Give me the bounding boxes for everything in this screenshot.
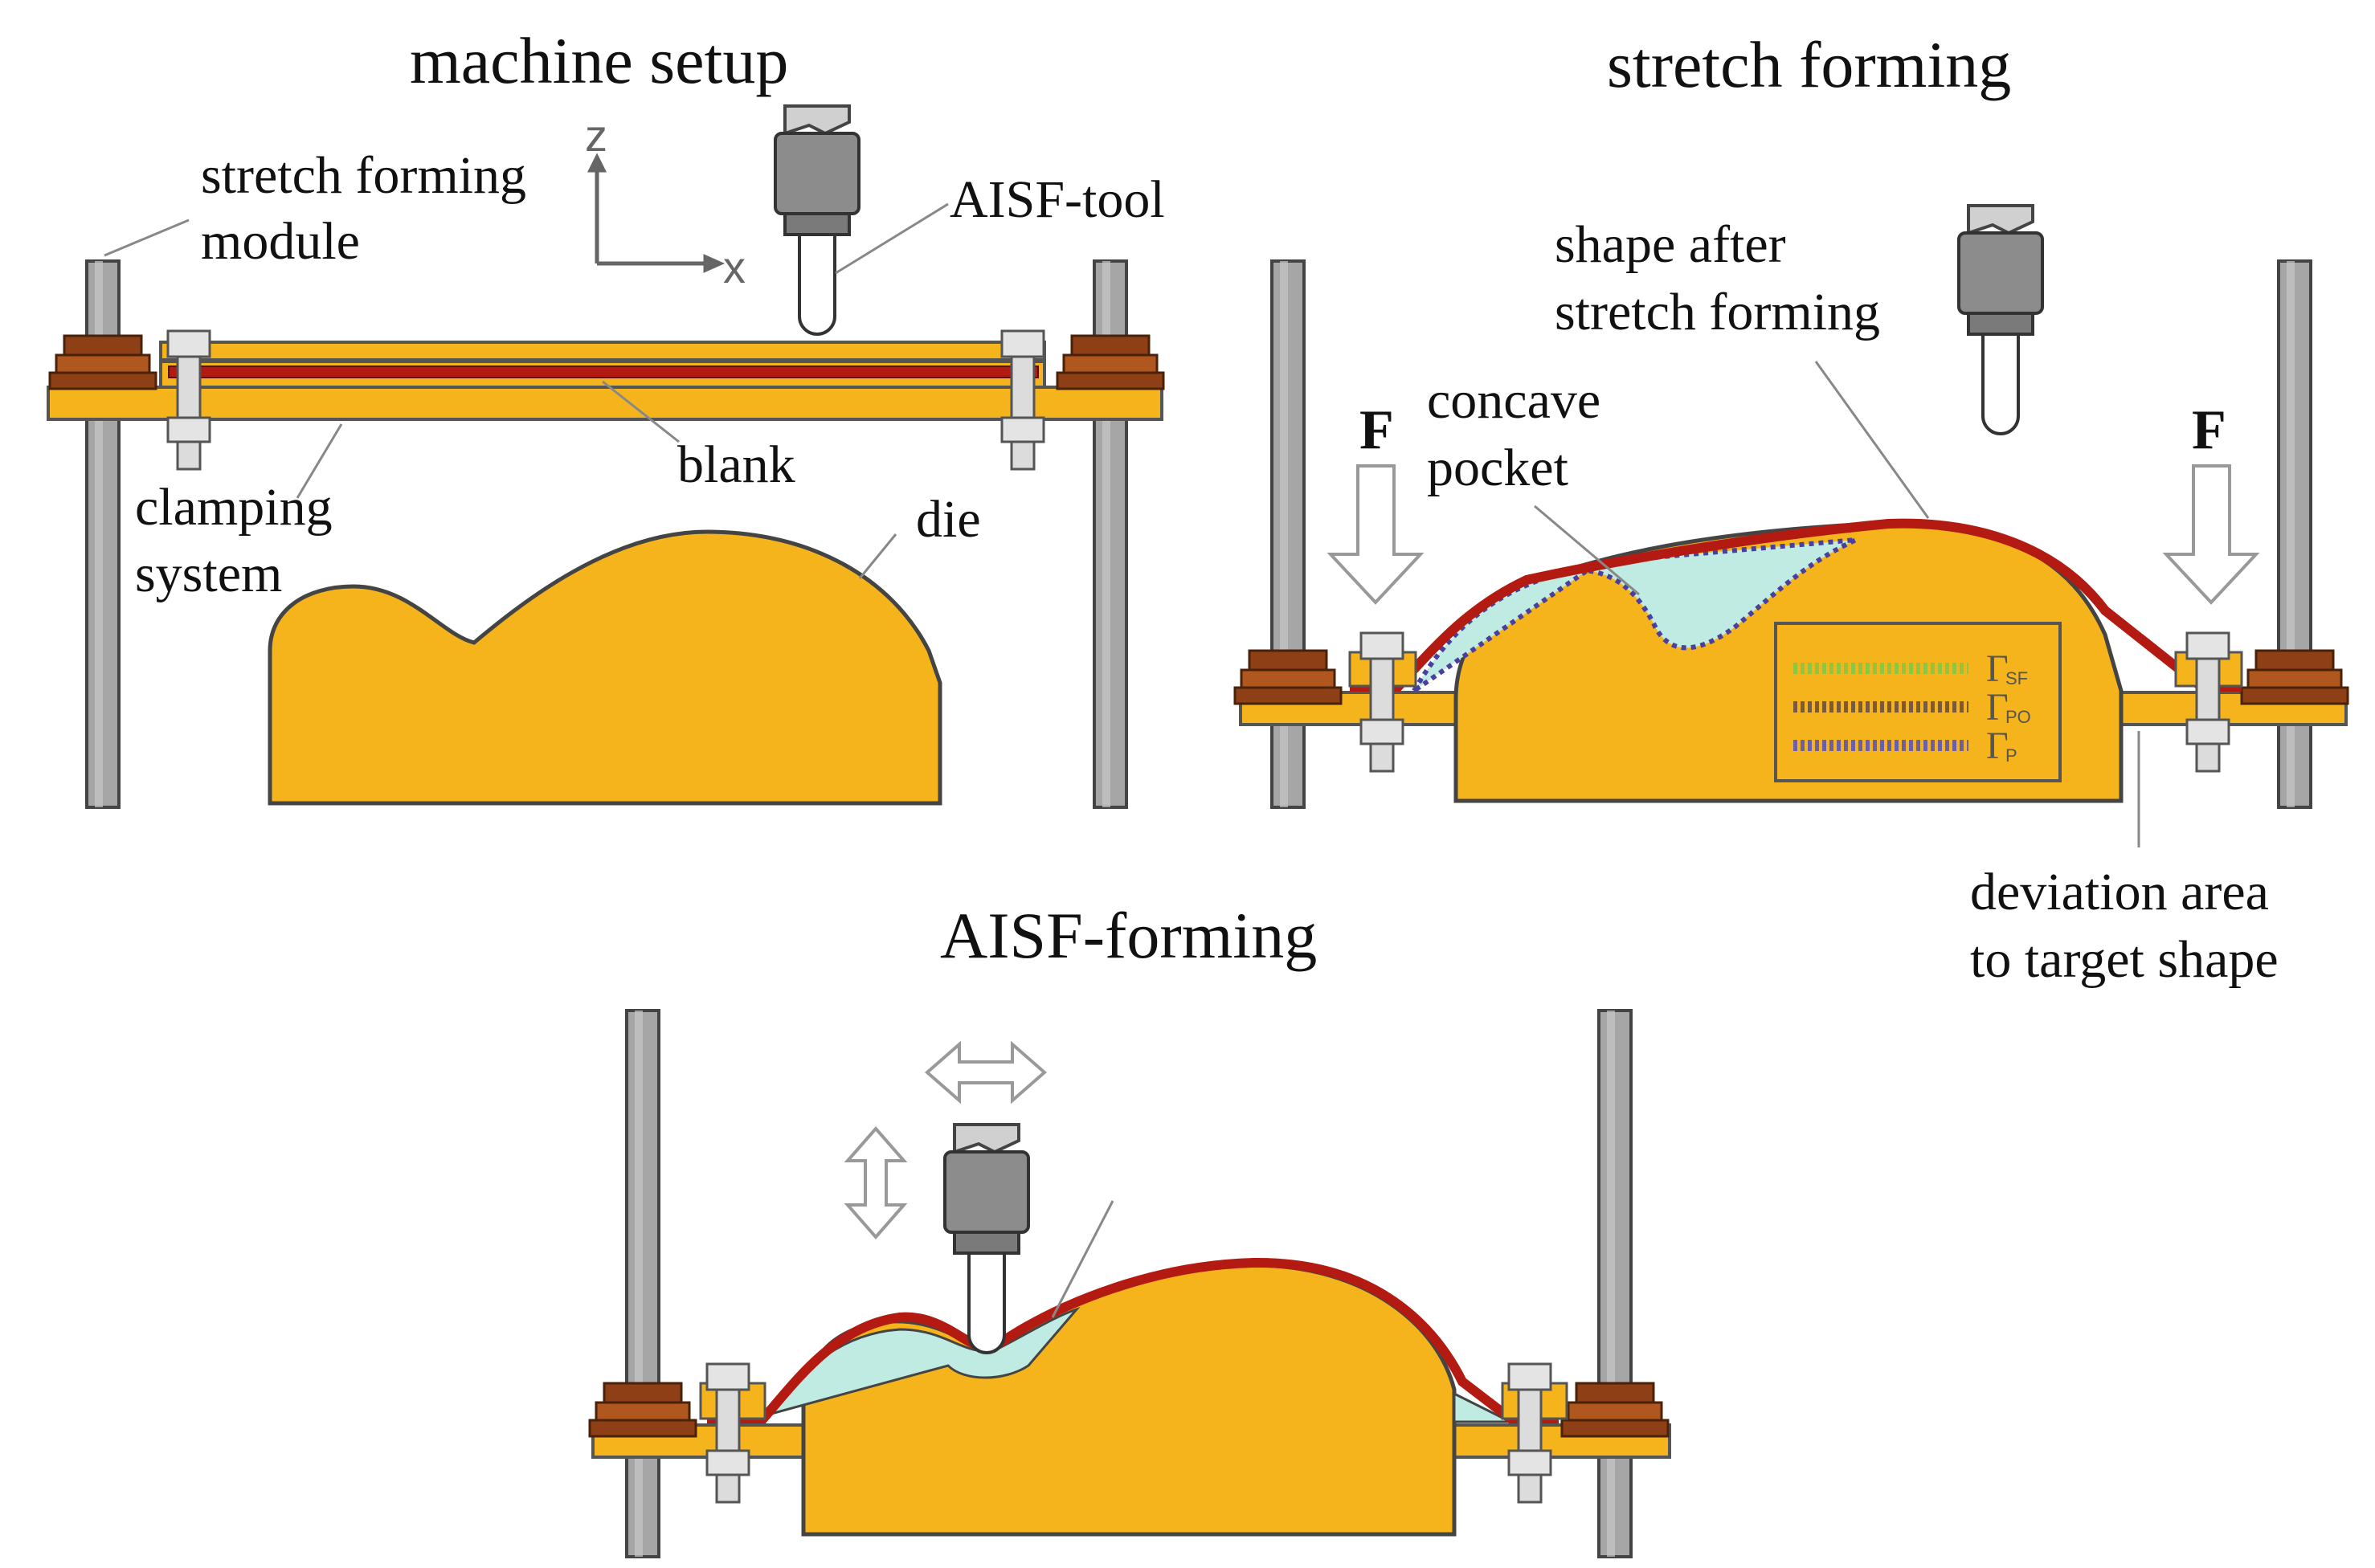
nut-left bbox=[48, 334, 157, 390]
label-concave-2: pocket bbox=[1427, 439, 1568, 497]
deviation-area-3-right bbox=[1453, 1391, 1511, 1423]
die-3 bbox=[801, 1263, 1457, 1537]
legend-sub-po: PO bbox=[2005, 707, 2031, 727]
pillar-left-3 bbox=[625, 1009, 660, 1558]
nut-left-2 bbox=[1233, 649, 1343, 705]
leader-lines-2 bbox=[1534, 361, 2140, 847]
force-arrow-left bbox=[1326, 464, 1425, 605]
leader-line-3 bbox=[1051, 1200, 1114, 1318]
label-deviation-1: deviation area bbox=[1970, 863, 2269, 921]
horizontal-motion-arrow-icon bbox=[924, 1040, 1048, 1105]
legend-gamma-po: Γ bbox=[1986, 686, 2009, 729]
label-die: die bbox=[916, 490, 981, 549]
setup-title: machine setup bbox=[410, 24, 788, 97]
legend-sub-p: P bbox=[2005, 745, 2017, 766]
label-deviation-2: to target shape bbox=[1970, 930, 2279, 989]
stretch-title: stretch forming bbox=[1607, 28, 2011, 101]
vertical-motion-arrow-icon bbox=[844, 1125, 908, 1240]
label-stretch-module-2: module bbox=[201, 212, 360, 271]
label-blank: blank bbox=[677, 435, 795, 494]
axis-z-label: z bbox=[585, 110, 607, 161]
label-clamping-1: clamping bbox=[135, 478, 333, 537]
die bbox=[268, 529, 942, 806]
aisf-tool-2 bbox=[1957, 204, 2044, 435]
panel-stretch-forming: Γ SF Γ PO Γ P stretch forming shape afte… bbox=[1233, 28, 2349, 989]
axis-x-label: x bbox=[723, 242, 746, 292]
label-shape-after-2: stretch forming bbox=[1555, 283, 1880, 341]
force-label-left: F bbox=[1359, 399, 1394, 461]
label-clamping-2: system bbox=[135, 545, 282, 603]
label-concave-1: concave bbox=[1427, 371, 1600, 430]
force-arrow-right bbox=[2162, 464, 2260, 605]
blank-aisf bbox=[707, 1257, 1559, 1423]
nut-left-3 bbox=[588, 1382, 697, 1438]
label-aisf-tool: AISF-tool bbox=[950, 170, 1165, 229]
coordinate-axes bbox=[587, 153, 726, 273]
label-shape-after-1: shape after bbox=[1555, 215, 1786, 274]
aisf-tool-3 bbox=[943, 1123, 1030, 1354]
clamp-bar bbox=[47, 341, 1163, 421]
nut-right bbox=[1056, 334, 1165, 390]
nut-right-2 bbox=[2240, 649, 2349, 705]
force-label-right: F bbox=[2192, 399, 2226, 461]
aisf-title: AISF-forming bbox=[940, 899, 1317, 972]
blank bbox=[168, 365, 1039, 378]
label-stretch-module-1: stretch forming bbox=[201, 146, 526, 205]
panel-aisf-forming: AISF-forming bbox=[588, 899, 1671, 1558]
legend-box: Γ SF Γ PO Γ P bbox=[1774, 622, 2062, 782]
leader-lines bbox=[104, 202, 949, 579]
pillar-right-3 bbox=[1597, 1009, 1633, 1558]
deviation-area bbox=[1412, 537, 1858, 693]
aisf-tool bbox=[774, 104, 860, 336]
nut-right-3 bbox=[1560, 1382, 1670, 1438]
legend-gamma-p: Γ bbox=[1986, 725, 2009, 767]
panel-machine-setup: machine setup stretch forming module z x… bbox=[47, 24, 1165, 809]
blank-stretched bbox=[1350, 518, 2242, 692]
legend-gamma-sf: Γ bbox=[1986, 647, 2009, 690]
legend-sub-sf: SF bbox=[2005, 668, 2028, 688]
